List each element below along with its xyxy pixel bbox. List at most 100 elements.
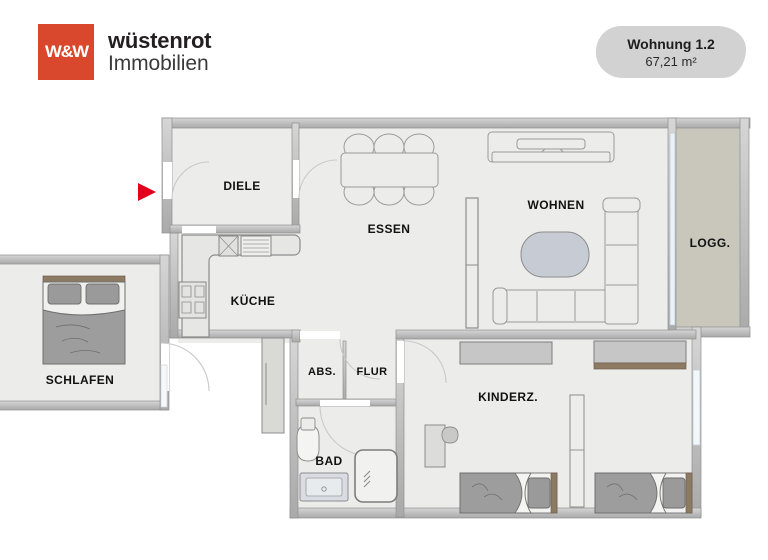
wall-abs-flur (342, 340, 347, 404)
wall-bedroom-right (159, 254, 170, 411)
room-label-diele: DIELE (223, 179, 260, 193)
room-label-kinderz: KINDERZ. (478, 390, 538, 404)
wall-loggia-right (739, 117, 750, 337)
kids-bed-1-sheet (514, 472, 532, 514)
swing-schlafen (160, 342, 210, 392)
sofa-arm-left (492, 287, 508, 325)
brand-mark-text: W&W (44, 42, 89, 61)
wall-loggia-top (669, 117, 751, 129)
floorplan: DIELE KÜCHE ESSEN WOHNEN LOGG. SCHLAFEN … (0, 105, 768, 530)
fridge-tall-cabinet (261, 337, 285, 434)
furniture-kids (424, 340, 693, 514)
wall-kids-top (395, 329, 697, 340)
door-entry-opening (163, 162, 172, 199)
duvet-folds (55, 324, 101, 354)
swing-entry (171, 161, 210, 200)
door-kueche-opening (182, 226, 216, 233)
sidetable (424, 424, 446, 468)
wardrobe-left (459, 341, 553, 365)
sofa-arm-top (602, 197, 641, 213)
shelf-divider (569, 394, 585, 508)
wall-bedroom-top (0, 254, 169, 265)
door-bad-opening (320, 400, 370, 406)
storage-hall-floor (296, 337, 400, 405)
room-label-essen: ESSEN (368, 222, 411, 236)
column-divider (465, 197, 479, 329)
stove-burners (181, 285, 205, 314)
unit-area: 67,21 m² (645, 53, 697, 69)
window-loggia-left (669, 132, 676, 326)
door-swings (160, 159, 447, 457)
room-label-wohnen: WOHNEN (527, 198, 584, 212)
kitchen-drainboard (240, 235, 272, 257)
drainboard-lines (243, 239, 269, 253)
room-labels: DIELE KÜCHE ESSEN WOHNEN LOGG. SCHLAFEN … (46, 179, 731, 468)
tv-screen (516, 138, 586, 150)
kids-bed-2-duvet (594, 472, 658, 514)
stove (178, 281, 207, 319)
kids-bed-2-footboard (685, 472, 693, 514)
entry-arrow-icon (138, 183, 156, 201)
room-label-logg: LOGG. (690, 236, 731, 250)
toilet (296, 424, 320, 462)
wall-top-outer (161, 117, 679, 129)
wardrobe-right-base (593, 362, 687, 370)
room-label-kueche: KÜCHE (231, 293, 276, 308)
kids-bed-1-duvet (459, 472, 523, 514)
sofa-seam-v (606, 244, 637, 286)
window-bedroom-right (160, 364, 168, 408)
furniture-dining (340, 133, 439, 206)
room-label-abs: ABS. (308, 366, 336, 378)
furniture-living (487, 131, 641, 325)
wall-kitchen-left (169, 232, 179, 339)
swing-kinderz (403, 340, 447, 384)
shower-drain-lines (363, 470, 371, 488)
furniture-kitchen (178, 234, 301, 434)
kids-bed-1-pillow (527, 477, 551, 509)
kids-bed-2-pillow (662, 477, 686, 509)
room-label-bad: BAD (315, 454, 342, 468)
basin-drain (321, 486, 327, 492)
pillow-left (47, 283, 82, 305)
chair-icon (441, 426, 459, 444)
brand-subtitle: Immobilien (108, 51, 209, 75)
shower-tray (354, 449, 398, 503)
sofa-seam (536, 291, 576, 321)
brand-wordmark: wüstenrot Immobilien (108, 28, 212, 75)
window-kids-right (692, 369, 701, 446)
swing-diele-essen (298, 159, 338, 199)
brand-name: wüstenrot (108, 28, 212, 54)
brand-logo: W&W wüstenrot Immobilien (38, 24, 212, 80)
kids-bed-2-folds (606, 483, 638, 501)
wall-left-bath (289, 336, 299, 519)
toilet-cistern (300, 417, 316, 431)
bed-headboard (42, 275, 126, 283)
windows (160, 132, 701, 446)
door-flur-opening (300, 331, 340, 339)
furniture-bath (296, 417, 398, 503)
kids-bed-1-footboard (550, 472, 558, 514)
tv-shelf (491, 151, 611, 163)
unit-title: Wohnung 1.2 (627, 35, 715, 52)
dining-table (340, 152, 439, 188)
door-kinderz-opening (397, 341, 404, 383)
partition-column (465, 197, 479, 329)
unit-badge: Wohnung 1.2 67,21 m² (596, 26, 746, 78)
wardrobe-right (593, 340, 687, 364)
pillow-right (85, 283, 120, 305)
coffee-table (520, 231, 590, 278)
room-label-schlafen: SCHLAFEN (46, 373, 115, 387)
kitchen-sink-cross (218, 235, 239, 257)
wall-bedroom-bottom (0, 400, 169, 411)
room-label-flur: FLUR (357, 366, 388, 378)
door-diele-essen-opening (293, 160, 299, 198)
swing-flur-top (339, 338, 381, 380)
kids-bed-1-folds (471, 483, 503, 501)
furniture-bedroom (42, 275, 126, 365)
wall-stub-essen (291, 329, 301, 343)
sofa-base-v (604, 197, 639, 325)
wall-diele-bottom (169, 224, 301, 234)
wuestenrot-logo-mark: W&W (38, 24, 94, 80)
kids-bed-2-sheet (649, 472, 667, 514)
sofa-base-h (492, 289, 614, 323)
